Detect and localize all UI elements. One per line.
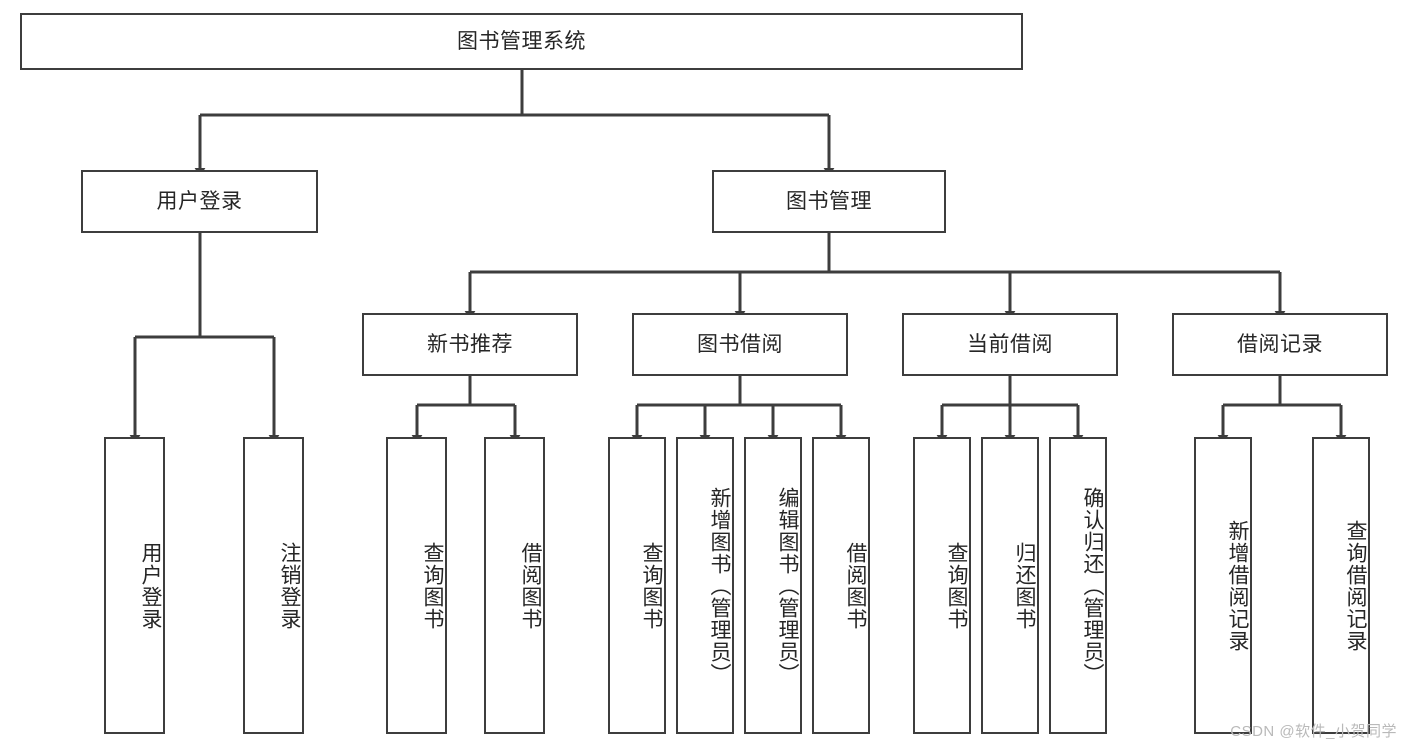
node-label: 用户登录 bbox=[139, 541, 162, 630]
node-records: 借阅记录 bbox=[1172, 313, 1388, 376]
node-leaf-login-1: 用户登录 bbox=[104, 437, 165, 734]
node-bookmgmt: 图书管理 bbox=[712, 170, 946, 233]
node-leaf-borrow-3: 编辑图书（管理员） bbox=[744, 437, 802, 734]
node-leaf-borrow-1: 查询图书 bbox=[608, 437, 666, 734]
node-label: 借阅图书 bbox=[844, 541, 867, 630]
node-label: 查询借阅记录 bbox=[1344, 519, 1367, 652]
node-leaf-rec-2: 查询借阅记录 bbox=[1312, 437, 1370, 734]
node-label: 查询图书 bbox=[421, 541, 444, 630]
node-root: 图书管理系统 bbox=[20, 13, 1023, 70]
node-leaf-cur-1: 查询图书 bbox=[913, 437, 971, 734]
node-label: 归还图书 bbox=[1013, 541, 1036, 630]
node-borrow: 图书借阅 bbox=[632, 313, 848, 376]
node-leaf-new-2: 借阅图书 bbox=[484, 437, 545, 734]
node-label: 用户登录 bbox=[156, 189, 243, 213]
node-label: 图书借阅 bbox=[697, 332, 783, 356]
node-label: 新增借阅记录 bbox=[1226, 519, 1249, 652]
node-login: 用户登录 bbox=[81, 170, 318, 233]
node-label: 新增图书（管理员） bbox=[708, 486, 731, 685]
node-label: 借阅记录 bbox=[1237, 332, 1323, 356]
node-leaf-borrow-2: 新增图书（管理员） bbox=[676, 437, 734, 734]
node-leaf-new-1: 查询图书 bbox=[386, 437, 447, 734]
node-label: 注销登录 bbox=[278, 541, 301, 630]
node-leaf-cur-2: 归还图书 bbox=[981, 437, 1039, 734]
node-current: 当前借阅 bbox=[902, 313, 1118, 376]
node-leaf-login-2: 注销登录 bbox=[243, 437, 304, 734]
node-leaf-cur-3: 确认归还（管理员） bbox=[1049, 437, 1107, 734]
node-label: 图书管理 bbox=[786, 189, 872, 213]
node-label: 查询图书 bbox=[945, 541, 968, 630]
node-label: 确认归还（管理员） bbox=[1081, 486, 1104, 685]
node-label: 新书推荐 bbox=[427, 332, 513, 356]
node-newbook: 新书推荐 bbox=[362, 313, 578, 376]
node-label: 查询图书 bbox=[640, 541, 663, 630]
node-label: 借阅图书 bbox=[519, 541, 542, 630]
node-label: 编辑图书（管理员） bbox=[776, 486, 799, 685]
node-leaf-borrow-4: 借阅图书 bbox=[812, 437, 870, 734]
node-label: 图书管理系统 bbox=[457, 29, 586, 53]
node-leaf-rec-1: 新增借阅记录 bbox=[1194, 437, 1252, 734]
node-label: 当前借阅 bbox=[967, 332, 1053, 356]
